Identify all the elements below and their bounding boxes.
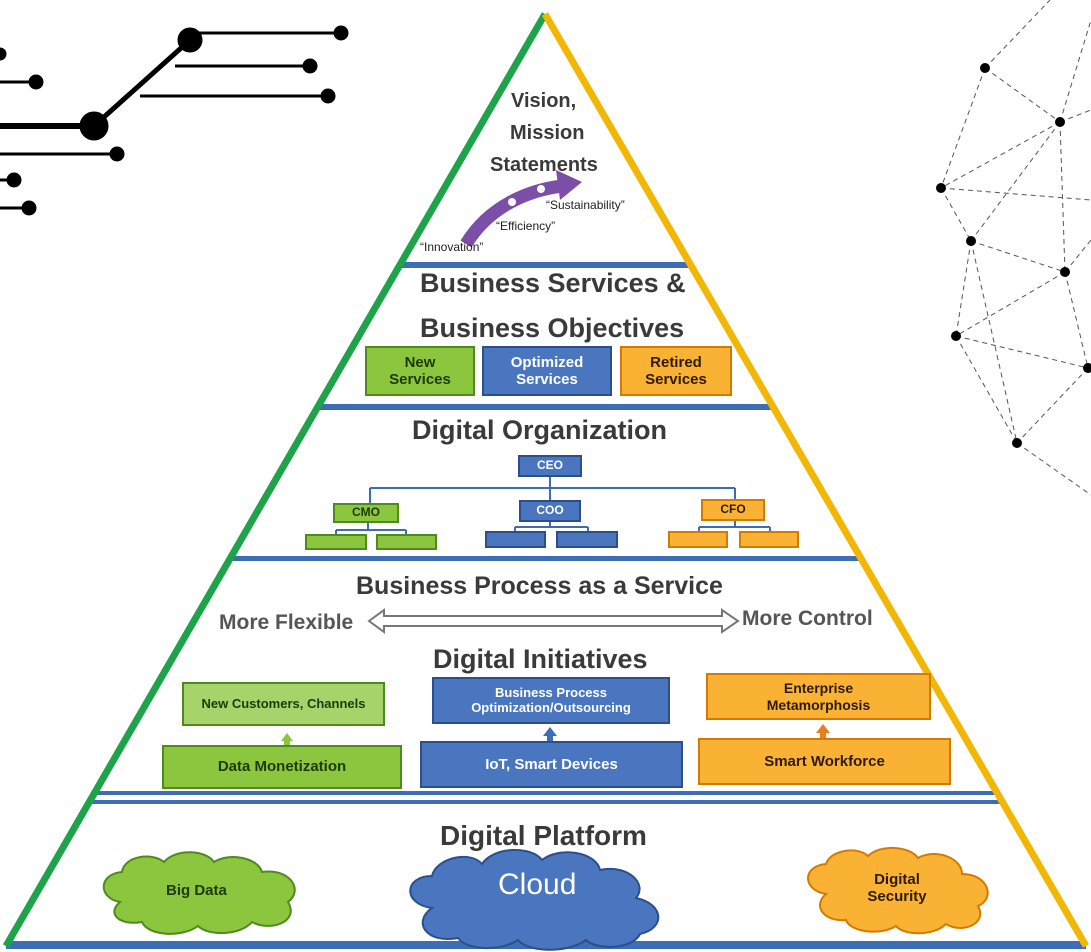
more-flexible-label: More Flexible [219, 611, 354, 634]
arrow-dot [537, 185, 545, 193]
vision-arrowhead [556, 170, 582, 200]
level-dividers [6, 262, 1086, 804]
pyramid-right-edge [541, 12, 1090, 948]
new-customers-box: New Customers, Channels [182, 682, 385, 726]
more-control-label: More Control [742, 607, 873, 630]
bp-optimization-box: Business Process Optimization/Outsourcin… [432, 677, 670, 724]
business-services-title-line1: Business Services & [420, 268, 686, 298]
arrow-dot [508, 198, 516, 206]
coo-sub-box [556, 531, 618, 548]
cmo-box: CMO [333, 503, 399, 523]
network-decoration [940, 0, 1091, 496]
new-services-line1: New [404, 353, 436, 371]
vision-label-sustainability: “Sustainability” [546, 198, 625, 212]
cloud-cloud [409, 848, 660, 951]
new-services-line2: Services [389, 371, 451, 388]
cfo-box: CFO [701, 499, 765, 521]
circuit-decoration [0, 25, 349, 216]
cloud-digital-security [807, 847, 989, 935]
cloud-cloud-label: Cloud [498, 868, 577, 901]
iot-smart-devices-box: IoT, Smart Devices [420, 741, 683, 788]
enterprise-metamorphosis-text: Enterprise Metamorphosis [766, 680, 871, 713]
digital-organization-title: Digital Organization [412, 415, 668, 445]
bpaas-title: Business Process as a Service [356, 572, 723, 600]
cmo-sub-box [305, 534, 367, 550]
enterprise-metamorphosis-box: Enterprise Metamorphosis [706, 673, 931, 720]
coo-box: COO [519, 500, 581, 522]
coo-sub-box [485, 531, 546, 548]
data-monetization-box: Data Monetization [162, 745, 402, 789]
digital-platform-title: Digital Platform [440, 820, 647, 851]
vision-title-line3: Statements [490, 154, 598, 176]
cmo-sub-box [376, 534, 437, 550]
retired-services-line1: Retired [650, 353, 702, 371]
network-nodes [936, 63, 1091, 448]
cloud-big-data [102, 851, 296, 935]
vision-title-line2: Mission [510, 122, 585, 144]
cloud-digital-security-text: Digital Security [867, 870, 927, 905]
vision-title-line1: Vision, [511, 90, 577, 112]
vision-label-innovation: “Innovation” [420, 240, 484, 254]
optimized-services-line2: Services [516, 371, 578, 388]
digital-initiatives-title: Digital Initiatives [433, 644, 648, 674]
cloud-digital-security-label: Digital Security [852, 866, 942, 910]
pyramid-left-edge [2, 12, 549, 948]
cfo-sub-box [739, 531, 799, 548]
optimized-services-line1: Optimized [510, 353, 584, 371]
bp-optimization-text: Business Process Optimization/Outsourcin… [471, 684, 631, 715]
org-connectors [335, 477, 771, 534]
cloud-big-data-label: Big Data [166, 882, 227, 899]
retired-services-line2: Services [645, 371, 707, 388]
flex-control-arrow [367, 608, 740, 634]
vision-label-efficiency: “Efficiency” [496, 219, 556, 233]
cfo-sub-box [668, 531, 728, 548]
initiative-arrows [281, 724, 830, 748]
business-services-title-line2: Business Objectives [420, 313, 685, 343]
ceo-box: CEO [518, 455, 582, 477]
smart-workforce-box: Smart Workforce [698, 738, 951, 785]
